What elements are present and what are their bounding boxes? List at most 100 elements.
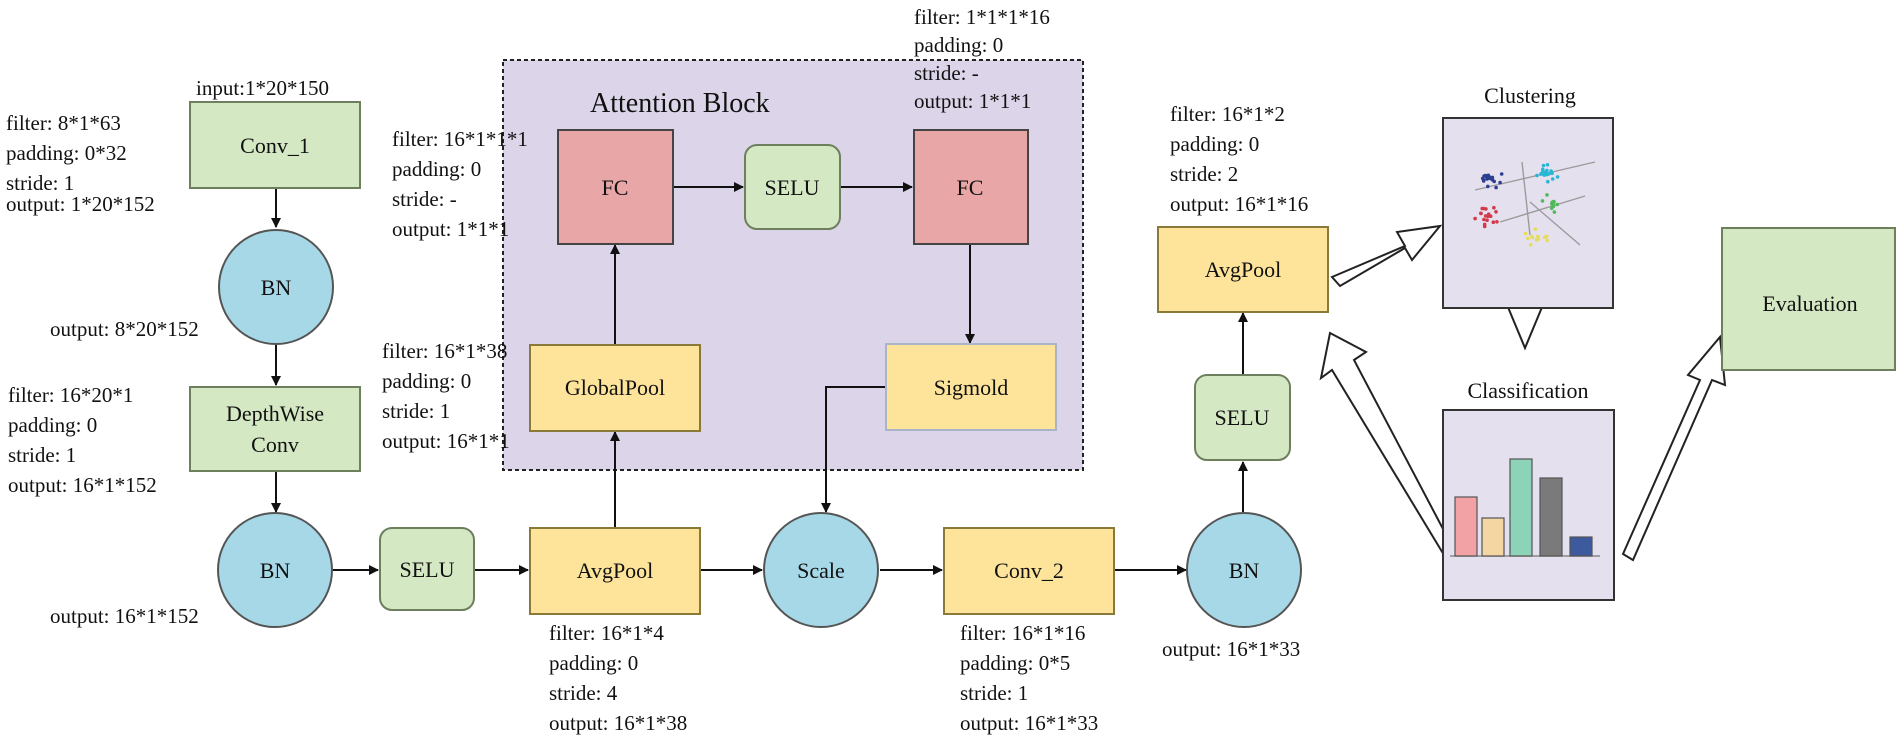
cluster-point [1485, 177, 1489, 181]
globalpool-annotation-padding: padding: 0 [382, 369, 471, 393]
cluster-point [1550, 201, 1554, 206]
conv2-annotation-stride: stride: 1 [960, 681, 1028, 705]
scale-circle [763, 512, 879, 628]
fc1-annotation-stride: stride: - [392, 187, 457, 211]
conv2-annotation-padding: padding: 0*5 [960, 651, 1070, 675]
depthwise-label-line2: Conv [251, 432, 299, 457]
fc1-annotation-filter: filter: 16*1*1*1 [392, 127, 528, 151]
avgpool1-box [529, 527, 701, 615]
cluster-point [1494, 185, 1498, 190]
bn3-annotation-output: output: 16*1*33 [1162, 637, 1300, 661]
depthwise-annotation-padding: padding: 0 [8, 413, 97, 437]
selu1-label: SELU [400, 557, 455, 582]
cluster-point [1485, 218, 1489, 222]
bn2-label: BN [260, 558, 291, 583]
cluster-point [1545, 193, 1549, 197]
cluster-point [1530, 235, 1535, 240]
depthwise-annotation-output: output: 16*1*152 [8, 473, 157, 497]
fc2-annotation-padding: padding: 0 [914, 33, 1003, 57]
avgpool1-annotation-filter: filter: 16*1*4 [549, 621, 664, 645]
clustering-title: Clustering [1484, 83, 1576, 108]
conv2-annotation-output: output: 16*1*33 [960, 711, 1098, 735]
classification-title: Classification [1468, 378, 1589, 403]
bn2-annotation-output: output: 16*1*152 [50, 604, 199, 628]
evaluation-label: Evaluation [1762, 291, 1857, 316]
fc1-box [557, 129, 674, 245]
depthwise-label-line1: DepthWise [226, 401, 324, 426]
class-bar-4 [1539, 477, 1563, 557]
globalpool-annotation-output: output: 16*1*1 [382, 429, 510, 453]
cluster-point [1495, 220, 1499, 224]
avgpool2-label: AvgPool [1205, 257, 1282, 282]
fc2-label: FC [957, 175, 984, 200]
sigmoid-box [885, 343, 1057, 431]
cluster-point [1541, 163, 1546, 168]
globalpool-annotation-stride: stride: 1 [382, 399, 450, 423]
globalpool-annotation-filter: filter: 16*1*38 [382, 339, 507, 363]
cluster-point [1481, 179, 1486, 183]
cluster-point [1544, 172, 1549, 177]
avgpool1-label: AvgPool [577, 558, 654, 583]
bn1-circle [218, 229, 334, 345]
conv1-annotation-padding: padding: 0*32 [6, 141, 127, 165]
fc2-box [913, 129, 1029, 245]
fc1-annotation-padding: padding: 0 [392, 157, 481, 181]
avgpool2-annotation-stride: stride: 2 [1170, 162, 1238, 186]
selu2-box [1194, 374, 1291, 461]
fc2-annotation-output: output: 1*1*1 [914, 89, 1031, 113]
cluster-point [1542, 235, 1547, 239]
evaluation-box [1721, 227, 1896, 371]
conv1-label: Conv_1 [240, 133, 310, 158]
selu-attention-label: SELU [765, 175, 820, 200]
globalpool-label: GlobalPool [565, 375, 665, 400]
avgpool2-annotation-padding: padding: 0 [1170, 132, 1259, 156]
connectors [271, 182, 1248, 575]
selu-attention-box [744, 144, 841, 230]
selu1-box [379, 527, 475, 611]
fc2-annotation-stride: stride: - [914, 61, 979, 85]
class-bar-1 [1454, 496, 1478, 557]
scale-label: Scale [797, 558, 845, 583]
cluster-point [1486, 173, 1491, 178]
cluster-point [1494, 210, 1498, 214]
conv2-label: Conv_2 [994, 558, 1064, 583]
cluster-scatter [1473, 163, 1560, 247]
avgpool2-annotation-output: output: 16*1*16 [1170, 192, 1308, 216]
cluster-point [1499, 172, 1504, 176]
sigmoid-label: Sigmold [934, 375, 1009, 400]
cluster-point [1552, 210, 1557, 214]
cluster-point [1528, 243, 1533, 247]
cluster-point [1481, 206, 1486, 211]
depthwise-annotation-stride: stride: 1 [8, 443, 76, 467]
cluster-point [1546, 179, 1550, 184]
conv1-box [189, 101, 361, 189]
bn3-label: BN [1229, 558, 1260, 583]
class-bar-3 [1509, 458, 1533, 557]
avgpool1-annotation-padding: padding: 0 [549, 651, 638, 675]
cluster-point [1550, 177, 1555, 181]
cluster-point [1523, 231, 1528, 236]
conv1-annotation-output: output: 1*20*152 [6, 192, 155, 216]
input-label: input:1*20*150 [196, 76, 329, 100]
fc1-annotation-output: output: 1*1*1 [392, 217, 509, 241]
avgpool1-annotation-output: output: 16*1*38 [549, 711, 687, 735]
cluster-point [1482, 224, 1487, 229]
cluster-point [1545, 168, 1549, 173]
avgpool2-box [1157, 226, 1329, 313]
hollow-arrow-classification-evaluation [1621, 334, 1727, 562]
cluster-point [1482, 217, 1486, 222]
hollow-arrow-avgpool-clustering [1330, 224, 1443, 288]
cluster-point [1541, 167, 1545, 172]
class-bar-5 [1569, 536, 1593, 557]
fc1-label: FC [602, 175, 629, 200]
fc2-annotation-filter: filter: 1*1*1*16 [914, 5, 1050, 29]
cluster-point [1498, 180, 1502, 185]
cluster-point [1526, 236, 1530, 241]
cluster-point [1533, 227, 1538, 231]
cluster-divider-lines [1474, 161, 1596, 246]
arrow-sigmoid-scale [821, 386, 886, 513]
cluster-point [1545, 163, 1550, 167]
cluster-point [1486, 184, 1490, 189]
bn1-annotation-output: output: 8*20*152 [50, 317, 199, 341]
